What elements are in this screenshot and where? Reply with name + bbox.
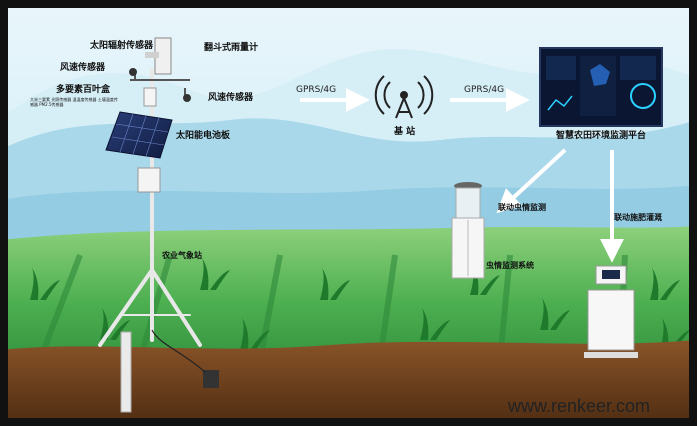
arrow-to-pest-monitor xyxy=(496,148,567,214)
label-gprs-left: GPRS/4G xyxy=(296,85,337,95)
label-solar-panel: 太阳能电池板 xyxy=(176,131,231,141)
crop-plants xyxy=(30,258,690,350)
base-station-icon xyxy=(374,75,434,119)
soil-layer xyxy=(0,340,697,426)
watermark-url: www.renkeer.com xyxy=(508,396,651,416)
label-wind-speed-sensor-right: 风速传感器 xyxy=(208,93,254,103)
louver-box xyxy=(143,87,157,107)
label-solar-radiation-sensor: 太阳辐射传感器 xyxy=(90,41,154,51)
platform-dashboard xyxy=(539,47,663,127)
label-louver-box-detail: 大米三要素 光照传感器 温湿度传感器 土壤温度传感器 PM2.5传感器 xyxy=(30,97,118,107)
label-gprs-right: GPRS/4G xyxy=(464,85,505,95)
label-platform: 智慧农田环境监测平台 xyxy=(556,131,647,141)
label-tipping-rain-gauge: 翻斗式雨量计 xyxy=(204,43,259,53)
label-linked-fertigation: 联动施肥灌溉 xyxy=(614,213,662,222)
solar-panel-grid xyxy=(111,113,169,157)
label-pest-monitoring-system: 虫情监测系统 xyxy=(486,261,534,270)
soil-probe xyxy=(120,331,132,413)
label-multi-element-louver-box: 多要素百叶盒 xyxy=(56,85,111,95)
fertigation-device xyxy=(584,265,638,358)
wind-cup-right xyxy=(183,94,191,102)
label-linked-pest-monitoring: 联动虫情监测 xyxy=(498,203,546,212)
solar-panel-graphic xyxy=(105,111,173,159)
label-agri-weather-station: 农业气象站 xyxy=(162,251,202,260)
crop-field xyxy=(0,226,697,380)
label-base-station: 基 站 xyxy=(394,127,416,137)
wind-cup-left xyxy=(129,68,137,76)
radiation-sensor xyxy=(145,52,159,58)
control-box xyxy=(137,167,161,193)
pest-monitor-device xyxy=(451,182,485,279)
label-wind-speed-sensor-left: 风速传感器 xyxy=(60,63,106,73)
soil-sensor-box xyxy=(203,370,219,388)
sensor-cable xyxy=(151,329,206,373)
